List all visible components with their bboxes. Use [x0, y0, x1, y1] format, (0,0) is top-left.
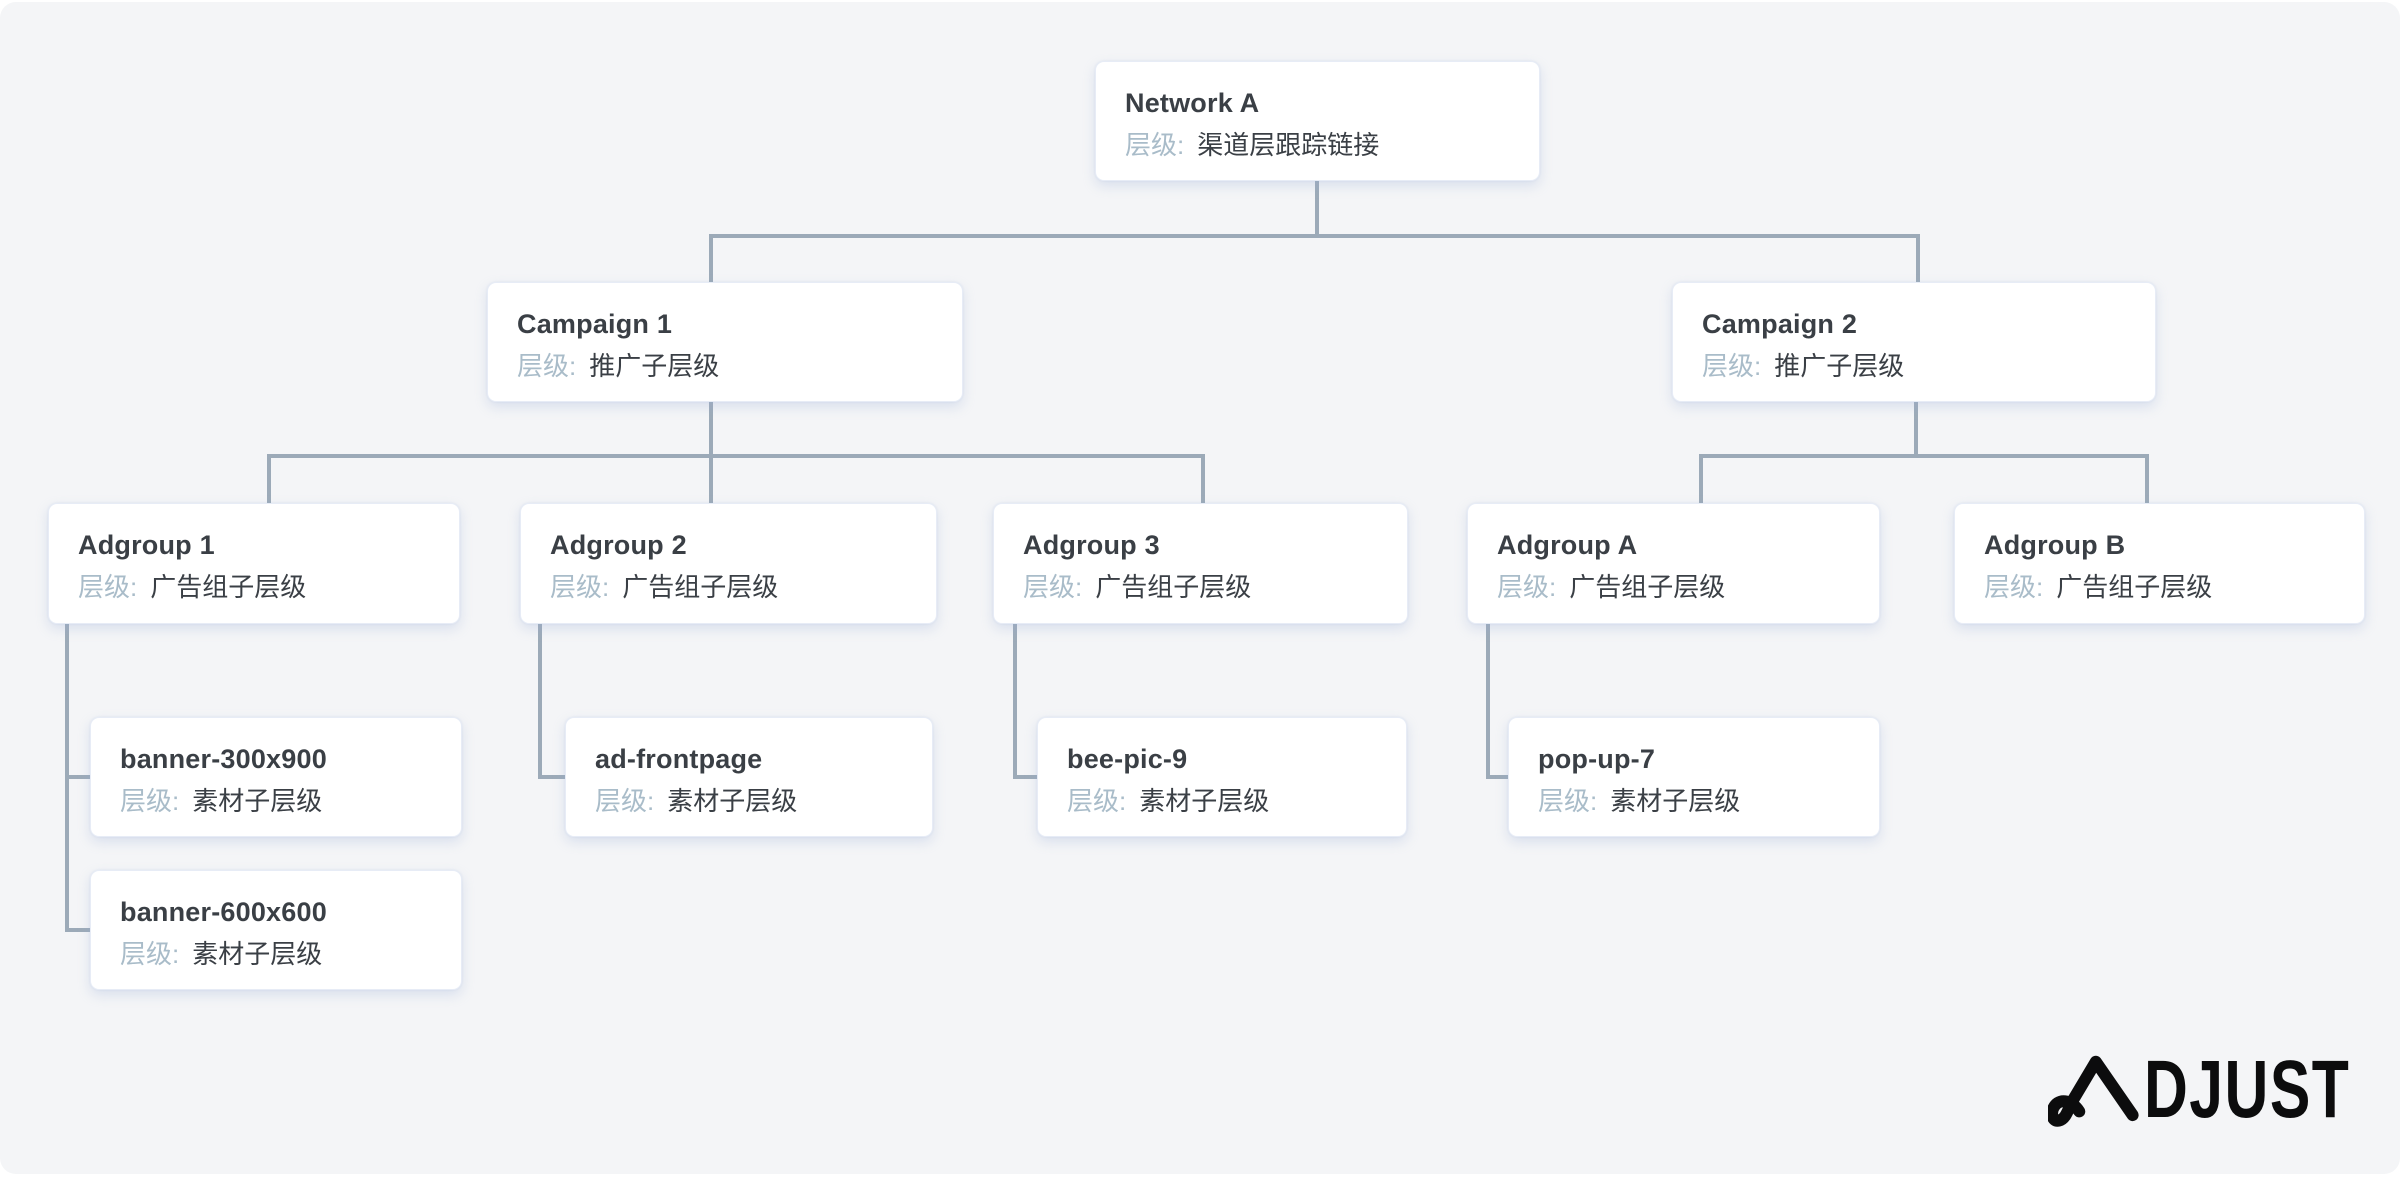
node-title: ad-frontpage: [595, 744, 763, 774]
node-title: Adgroup 1: [78, 530, 215, 560]
node-card-ad-frontpage: ad-frontpage 层级: 素材子层级: [565, 717, 933, 837]
level-label: 层级:: [1702, 350, 1762, 381]
node-card-campaign-2: Campaign 2 层级: 推广子层级: [1672, 282, 2156, 402]
level-value: 素材子层级: [192, 938, 323, 969]
level-value: 推广子层级: [1774, 350, 1905, 381]
connector-campaign2-down: [1914, 402, 1918, 454]
connector-popup7-elbow: [1486, 775, 1508, 779]
adjust-logo-a-icon: [2048, 1055, 2139, 1127]
level-value: 推广子层级: [589, 350, 720, 381]
node-card-adgroup-a: Adgroup A 层级: 广告组子层级: [1467, 503, 1880, 624]
node-card-network-a: Network A 层级: 渠道层跟踪链接: [1095, 61, 1540, 181]
node-card-banner-300x900: banner-300x900 层级: 素材子层级: [90, 717, 462, 837]
connector-campaign-horizontal: [709, 234, 1920, 238]
connector-adgroupA-down: [1699, 454, 1703, 503]
node-subtitle: 层级: 素材子层级: [1067, 785, 1396, 819]
node-subtitle: 层级: 广告组子层级: [1023, 571, 1397, 605]
connector-adgroup3-creative-vertical: [1013, 624, 1017, 779]
connector-banner600-elbow: [65, 928, 90, 932]
level-label: 层级:: [517, 350, 577, 381]
node-card-adgroup-3: Adgroup 3 层级: 广告组子层级: [993, 503, 1408, 624]
adjust-logo: DJUST: [2048, 1049, 2349, 1133]
level-label: 层级:: [1125, 129, 1185, 160]
node-card-pop-up-7: pop-up-7 层级: 素材子层级: [1508, 717, 1880, 837]
node-title: banner-300x900: [120, 744, 327, 774]
node-subtitle: 层级: 推广子层级: [1702, 350, 2145, 384]
connector-adgroup-horizontal-left: [267, 454, 1205, 458]
node-card-adgroup-2: Adgroup 2 层级: 广告组子层级: [520, 503, 937, 624]
level-label: 层级:: [120, 785, 180, 816]
node-subtitle: 层级: 素材子层级: [1538, 785, 1869, 819]
level-label: 层级:: [1984, 571, 2044, 602]
node-subtitle: 层级: 渠道层跟踪链接: [1125, 129, 1529, 163]
connector-adgroupA-creative-vertical: [1486, 624, 1490, 779]
level-label: 层级:: [1067, 785, 1127, 816]
level-value: 广告组子层级: [1095, 571, 1252, 602]
node-subtitle: 层级: 广告组子层级: [1984, 571, 2354, 605]
connector-banner300-elbow: [65, 775, 90, 779]
level-label: 层级:: [78, 571, 138, 602]
connector-campaign1-up: [709, 234, 713, 282]
level-value: 广告组子层级: [2056, 571, 2213, 602]
connector-adgroup2-creative-vertical: [538, 624, 542, 779]
node-subtitle: 层级: 广告组子层级: [550, 571, 926, 605]
level-value: 广告组子层级: [622, 571, 779, 602]
level-value: 素材子层级: [192, 785, 323, 816]
node-card-adgroup-1: Adgroup 1 层级: 广告组子层级: [48, 503, 460, 624]
node-subtitle: 层级: 素材子层级: [120, 938, 451, 972]
node-subtitle: 层级: 广告组子层级: [1497, 571, 1869, 605]
level-label: 层级:: [595, 785, 655, 816]
node-title: Adgroup 2: [550, 530, 687, 560]
node-title: pop-up-7: [1538, 744, 1656, 774]
level-value: 广告组子层级: [150, 571, 307, 602]
node-card-adgroup-b: Adgroup B 层级: 广告组子层级: [1954, 503, 2365, 624]
adjust-logo-text: DJUST: [2144, 1044, 2351, 1135]
node-title: Network A: [1125, 88, 1260, 118]
node-title: Campaign 1: [517, 309, 673, 339]
node-subtitle: 层级: 素材子层级: [120, 785, 451, 819]
node-subtitle: 层级: 推广子层级: [517, 350, 952, 384]
level-label: 层级:: [1538, 785, 1598, 816]
level-value: 渠道层跟踪链接: [1197, 129, 1380, 160]
level-value: 素材子层级: [1610, 785, 1741, 816]
node-card-banner-600x600: banner-600x600 层级: 素材子层级: [90, 870, 462, 990]
connector-network-down: [1315, 181, 1319, 236]
node-title: Adgroup A: [1497, 530, 1638, 560]
connector-beepic9-elbow: [1013, 775, 1037, 779]
level-label: 层级:: [1023, 571, 1083, 602]
node-subtitle: 层级: 广告组子层级: [78, 571, 449, 605]
connector-adfrontpage-elbow: [538, 775, 565, 779]
node-card-campaign-1: Campaign 1 层级: 推广子层级: [487, 282, 963, 402]
node-title: bee-pic-9: [1067, 744, 1188, 774]
connector-campaign1-down: [709, 402, 713, 503]
level-value: 素材子层级: [1139, 785, 1270, 816]
node-subtitle: 层级: 素材子层级: [595, 785, 922, 819]
level-label: 层级:: [120, 938, 180, 969]
node-title: Adgroup B: [1984, 530, 2126, 560]
level-label: 层级:: [550, 571, 610, 602]
connector-campaign2-up: [1916, 234, 1920, 282]
node-title: Campaign 2: [1702, 309, 1858, 339]
level-value: 广告组子层级: [1569, 571, 1726, 602]
connector-adgroup1-down: [267, 454, 271, 503]
level-value: 素材子层级: [667, 785, 798, 816]
connector-adgroup-horizontal-right: [1699, 454, 2149, 458]
node-title: banner-600x600: [120, 897, 327, 927]
connector-adgroup3-down: [1201, 454, 1205, 503]
node-title: Adgroup 3: [1023, 530, 1160, 560]
node-card-bee-pic-9: bee-pic-9 层级: 素材子层级: [1037, 717, 1407, 837]
connector-adgroupB-down: [2145, 454, 2149, 503]
level-label: 层级:: [1497, 571, 1557, 602]
